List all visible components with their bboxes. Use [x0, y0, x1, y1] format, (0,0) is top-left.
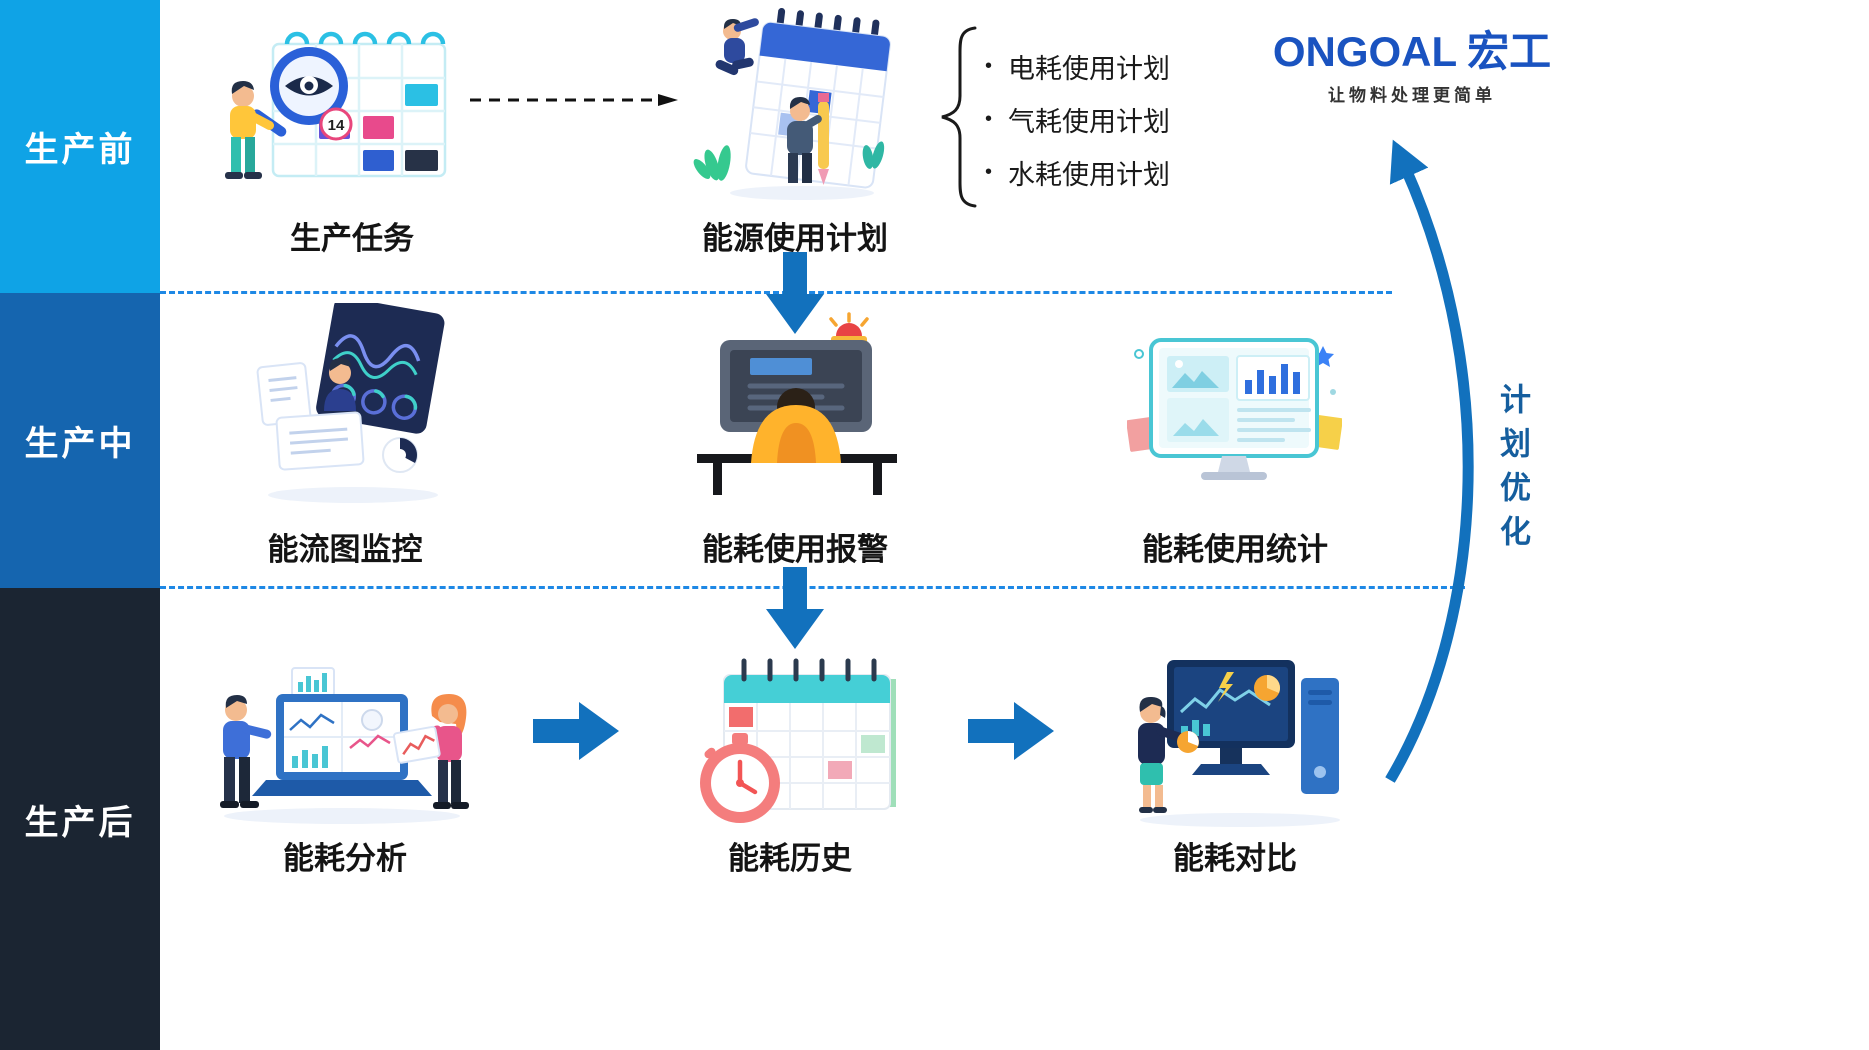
- operator-person: [324, 358, 356, 411]
- logo-cn-text: 宏工: [1467, 28, 1552, 75]
- production-task-label: 生产任务: [290, 221, 414, 256]
- energy-stats-illustration: [1127, 332, 1342, 512]
- plan-item-electric: 电耗使用计划: [1008, 54, 1171, 84]
- pc-tower-icon: [1301, 678, 1339, 794]
- row-divider-2: [160, 586, 1465, 589]
- energy-alarm-label: 能耗使用报警: [702, 532, 888, 567]
- energy-flow-illustration: [248, 303, 458, 508]
- plan-optimization-label: 计划优化: [1495, 383, 1530, 559]
- phase-mid-label: 生产中: [24, 425, 136, 463]
- list-item: • 气耗使用计划: [985, 93, 1170, 146]
- flow-arrow-down-2: [766, 567, 824, 649]
- compare-monitor: [1167, 660, 1295, 775]
- production-task-illustration: 14: [215, 14, 460, 202]
- lightning-icon: [1218, 672, 1234, 702]
- energy-history-illustration: [678, 645, 908, 825]
- energy-alarm-illustration: [695, 312, 900, 497]
- bar-chart-icon: [1245, 364, 1300, 394]
- climbing-person: [715, 18, 759, 76]
- calendar-search-icon: 14: [225, 31, 447, 179]
- plant-left-icon: [693, 145, 731, 181]
- energy-plan-illustration: [682, 5, 912, 205]
- energy-history-label: 能耗历史: [728, 841, 852, 876]
- logo-tagline: 让物料处理更简单: [1328, 86, 1496, 105]
- analysis-laptop-icon: [220, 667, 469, 824]
- energy-analysis-label: 能耗分析: [283, 841, 407, 876]
- phase-post-label: 生产后: [24, 803, 136, 842]
- plant-right-icon: [862, 141, 885, 169]
- energy-flow-label: 能流图监控: [267, 532, 423, 567]
- phase-band-in-production: 生产中: [0, 293, 160, 588]
- flow-arrow-down-1: [766, 252, 824, 334]
- plan-item-water: 水耗使用计划: [1008, 160, 1171, 190]
- plan-items-list: • 电耗使用计划 • 气耗使用计划 • 水耗使用计划: [985, 40, 1170, 199]
- compare-desktop-icon: [1138, 660, 1340, 827]
- energy-analysis-illustration: [200, 658, 485, 826]
- alarm-monitor-icon: [697, 312, 897, 495]
- plan-calendar-icon: [693, 7, 891, 200]
- list-item: • 电耗使用计划: [985, 40, 1170, 93]
- dashed-arrow-right-icon: [470, 94, 678, 106]
- bullet-icon: •: [985, 161, 993, 183]
- plan-item-gas: 气耗使用计划: [1008, 107, 1171, 137]
- donut-chart-icon: [382, 437, 418, 473]
- stats-monitor-icon: [1127, 338, 1342, 480]
- report-cards: [256, 362, 365, 471]
- phase-band-pre-production: 生产前: [0, 0, 160, 293]
- analyst-left-person: [220, 695, 272, 808]
- presenter-person: [1138, 696, 1199, 813]
- dashboard-icon: [256, 303, 445, 503]
- row-divider-1: [160, 291, 1392, 294]
- flow-arrow-right-2: [968, 702, 1054, 760]
- hooded-person: [751, 388, 841, 463]
- energy-compare-label: 能耗对比: [1173, 841, 1297, 876]
- planner-person: [787, 93, 829, 185]
- calendar-day-label: 14: [328, 117, 345, 134]
- bullet-icon: •: [985, 108, 993, 130]
- plan-optimization-arrow: [1385, 139, 1474, 783]
- analyst-right-person: [393, 694, 469, 809]
- logo-wordmark: ONGOAL: [1272, 28, 1458, 75]
- phase-pre-label: 生产前: [24, 131, 136, 169]
- brace-icon: [941, 26, 977, 208]
- energy-compare-illustration: [1115, 650, 1355, 830]
- energy-plan-label: 能源使用计划: [702, 221, 888, 256]
- list-item: • 水耗使用计划: [985, 146, 1170, 199]
- energy-stats-label: 能耗使用统计: [1142, 532, 1328, 567]
- laptop-icon: [252, 694, 432, 796]
- history-calendar-icon: [700, 658, 896, 823]
- stopwatch-icon: [700, 733, 780, 823]
- phase-band-post-production: 生产后: [0, 588, 160, 1050]
- bullet-icon: •: [985, 55, 993, 77]
- flow-arrow-right-1: [533, 702, 619, 760]
